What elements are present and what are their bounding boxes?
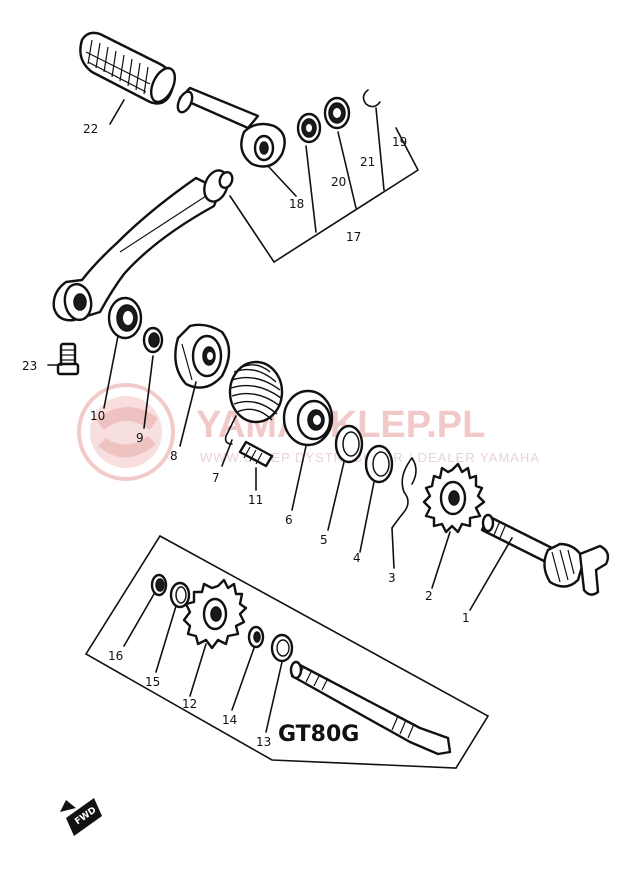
callout-13: 13 [256, 735, 271, 749]
part-10-oil-seal [107, 296, 143, 340]
part-20-seal [296, 112, 322, 144]
callout-22: 22 [83, 122, 98, 136]
part-19-circlip [362, 89, 381, 108]
callout-20: 20 [331, 175, 346, 189]
gt80g-callout-leaders [123, 593, 283, 733]
callout-18: 18 [289, 197, 304, 211]
part-2-ratchet-gear [422, 462, 486, 534]
callout-21: 21 [360, 155, 375, 169]
kick-crank-arm [52, 169, 234, 322]
callout-9: 9 [136, 431, 144, 445]
gt80g-axle [289, 660, 452, 756]
part-9-washer [142, 326, 164, 354]
part-18-pivot-shaft [176, 86, 286, 168]
callout-numbers: 22 18 20 21 19 17 23 10 9 8 7 11 6 5 4 3… [22, 122, 470, 749]
part-21-bushing [323, 96, 351, 130]
part-22-grip [79, 31, 177, 105]
callout-19: 19 [392, 135, 407, 149]
callout-5: 5 [320, 533, 328, 547]
part-1-kick-axle [480, 513, 610, 596]
callout-15: 15 [145, 675, 160, 689]
callout-leaders [47, 99, 513, 611]
part-3-clip-spring [391, 457, 417, 529]
gt80g-label: GT80G [278, 722, 359, 747]
part-7-torsion-spring [224, 360, 284, 445]
part-23-bolt [56, 342, 80, 376]
callout-7: 7 [212, 471, 220, 485]
part-13-washer [270, 633, 294, 663]
callout-11: 11 [248, 493, 263, 507]
callout-3: 3 [388, 571, 396, 585]
watermark-logo [77, 383, 175, 481]
part-11-pin [238, 440, 274, 468]
part-8-spring-cover [174, 323, 231, 389]
part-17-bracket-lines [229, 107, 420, 264]
callout-23: 23 [22, 359, 37, 373]
part-12-gear [182, 578, 248, 650]
part-4-washer [364, 444, 394, 484]
part-15-washer [169, 581, 191, 609]
callout-17: 17 [346, 230, 361, 244]
fwd-arrow-icon: FWD [60, 798, 102, 836]
part-14-circlip [247, 625, 265, 649]
callout-16: 16 [108, 649, 123, 663]
callout-4: 4 [353, 551, 361, 565]
callout-1: 1 [462, 611, 470, 625]
part-16-washer [150, 573, 168, 597]
callout-14: 14 [222, 713, 237, 727]
part-6-collar [282, 389, 334, 447]
callout-10: 10 [90, 409, 105, 423]
callout-6: 6 [285, 513, 293, 527]
part-5-circlip [334, 424, 364, 464]
callout-8: 8 [170, 449, 178, 463]
gt80g-variant-box: GT80G [84, 534, 490, 769]
callout-2: 2 [425, 589, 433, 603]
callout-12: 12 [182, 697, 197, 711]
